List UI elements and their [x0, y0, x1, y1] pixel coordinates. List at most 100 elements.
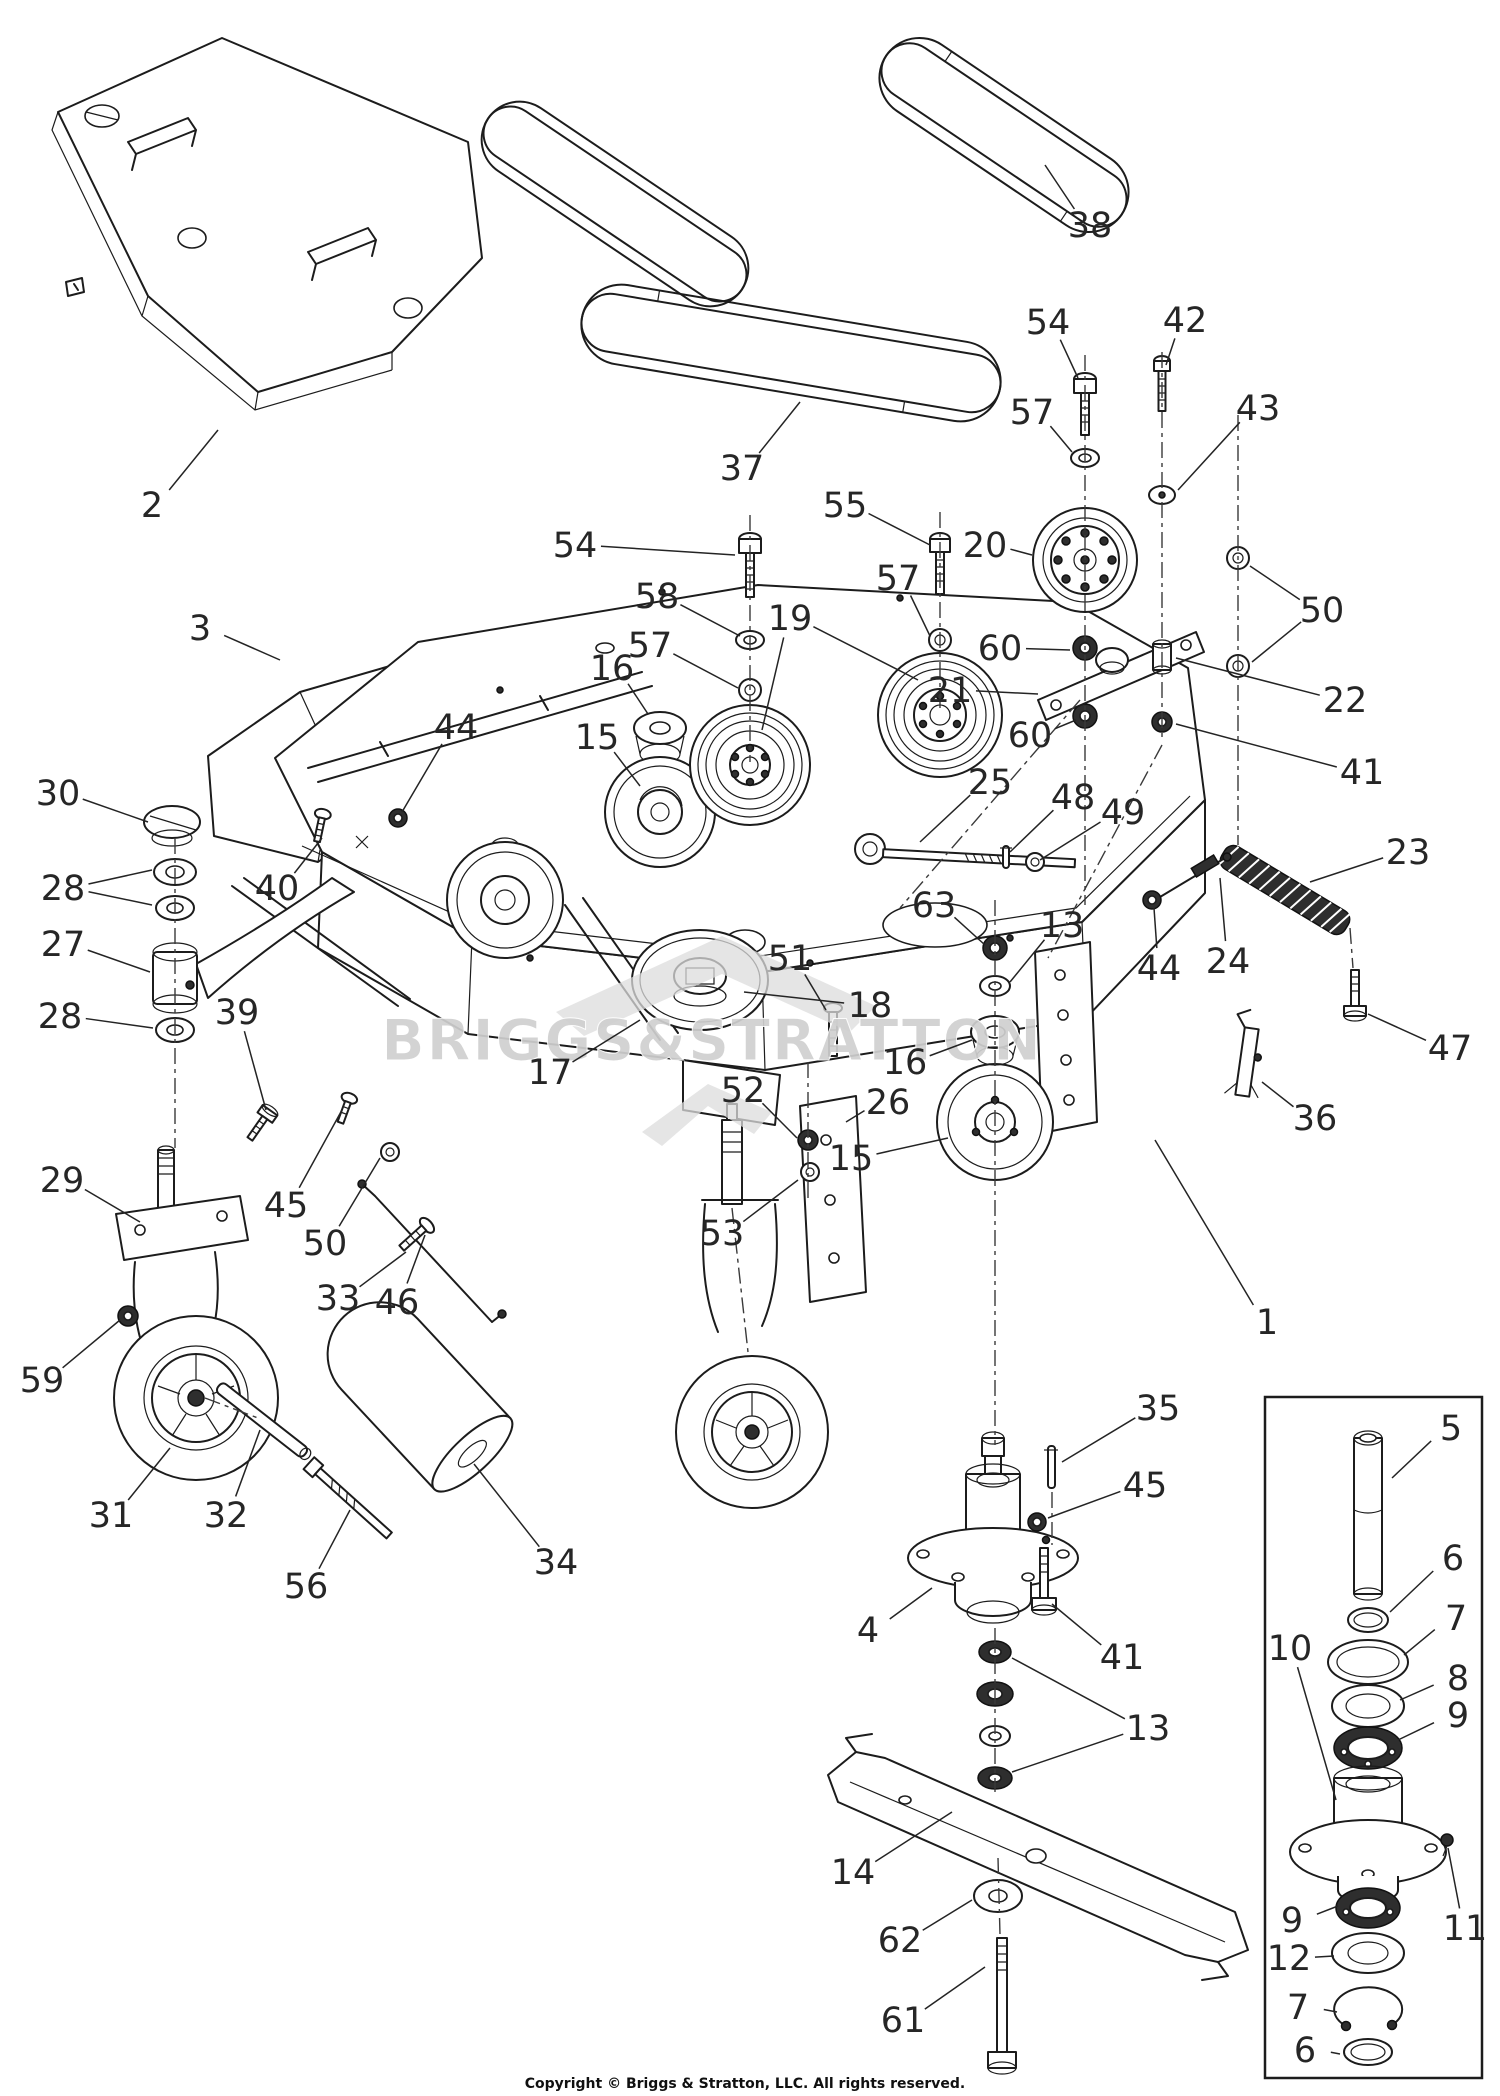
- part-number-label-54-20: 54: [553, 526, 598, 566]
- bolt-45l: [336, 1091, 359, 1125]
- part-number-label-17-40: 17: [528, 1053, 573, 1093]
- part-number-label-7-76: 7: [1287, 1988, 1309, 2028]
- part-number-label-35-58: 35: [1136, 1389, 1181, 1429]
- part-number-label-36-19: 36: [1293, 1099, 1338, 1139]
- leader-line-28: [88, 891, 153, 906]
- hanger-arm-left: [143, 805, 355, 1043]
- part-number-label-16-33: 16: [883, 1043, 928, 1083]
- deck-cover-part: [51, 37, 483, 411]
- leader-line-62: [922, 1899, 973, 1931]
- leader-line-21: [975, 690, 1039, 695]
- part-number-label-2-0: 2: [141, 486, 163, 526]
- part-number-label-6-68: 6: [1442, 1539, 1464, 1579]
- leader-line-54: [600, 545, 736, 556]
- leader-line-51: [804, 974, 827, 1011]
- leader-line-40: [293, 837, 323, 874]
- part-number-label-34-57: 34: [534, 1543, 579, 1583]
- part-number-label-24-16: 24: [1206, 942, 1251, 982]
- part-number-label-57-6: 57: [1010, 393, 1055, 433]
- part-number-label-16-26: 16: [590, 649, 635, 689]
- leader-line-60: [1054, 719, 1077, 730]
- belt-38: [878, 36, 1130, 234]
- spindle-assembly-4: [907, 1431, 1079, 1624]
- leader-line-9: [1316, 1905, 1339, 1915]
- part-number-label-1-66: 1: [1256, 1303, 1278, 1343]
- blade-bolt-61: [987, 1937, 1017, 2075]
- pin-35: [1044, 1445, 1058, 1489]
- part-number-label-43-7: 43: [1236, 389, 1281, 429]
- leader-line-3: [223, 634, 281, 661]
- part-number-label-57-22: 57: [628, 626, 673, 666]
- leader-line-34: [473, 1463, 540, 1548]
- leader-line-32: [234, 1429, 261, 1497]
- part-number-label-41-60: 41: [1100, 1638, 1145, 1678]
- leader-line-16: [929, 1039, 973, 1057]
- bolt-47: [1343, 969, 1367, 1022]
- part-number-label-38-1: 38: [1068, 206, 1113, 246]
- leader-line-58: [680, 604, 741, 637]
- part-number-label-42-5: 42: [1163, 301, 1208, 341]
- leader-line-13: [1009, 939, 1046, 983]
- part-number-label-44-41: 44: [434, 708, 479, 748]
- part-number-label-28-46: 28: [38, 997, 83, 1037]
- part-number-label-14-63: 14: [831, 1853, 876, 1893]
- part-number-label-9-71: 9: [1447, 1696, 1469, 1736]
- leader-line-23: [1309, 857, 1384, 883]
- part-number-label-60-13: 60: [1008, 716, 1053, 756]
- belt-37: [480, 100, 1002, 423]
- blade-part-14: [827, 1733, 1249, 1981]
- bolt-39: [246, 1103, 279, 1142]
- part-number-label-25-28: 25: [968, 763, 1013, 803]
- part-number-label-54-4: 54: [1026, 303, 1071, 343]
- part-number-label-39-47: 39: [215, 993, 260, 1033]
- leader-line-57: [1049, 425, 1073, 453]
- part-number-label-31-54: 31: [89, 1496, 134, 1536]
- leader-line-15: [613, 751, 641, 787]
- leader-line-6: [1330, 2051, 1341, 2055]
- part-number-label-11-73: 11: [1443, 1909, 1488, 1949]
- o-ring-6b: [1343, 2038, 1393, 2066]
- part-number-label-49-30: 49: [1101, 793, 1146, 833]
- spindle-pulley-left: [446, 837, 564, 959]
- part-number-label-47-18: 47: [1428, 1029, 1473, 1069]
- leader-line-60: [1025, 647, 1071, 651]
- leader-line-31: [127, 1447, 171, 1501]
- bearing-9a: [1333, 1726, 1403, 1770]
- part-number-label-56-56: 56: [284, 1567, 329, 1607]
- leader-line-16: [627, 683, 649, 715]
- part-number-label-60-11: 60: [978, 629, 1023, 669]
- leader-line-37: [758, 401, 801, 454]
- leader-line-49: [1039, 821, 1101, 861]
- leader-line-11: [1447, 1847, 1461, 1909]
- leader-line-43: [1177, 421, 1241, 491]
- leader-line-28: [88, 869, 153, 885]
- part-number-label-33-52: 33: [316, 1279, 361, 1319]
- part-number-label-8-70: 8: [1447, 1659, 1469, 1699]
- leader-line-5: [1391, 1440, 1432, 1479]
- part-number-label-46-53: 46: [375, 1283, 420, 1323]
- part-number-label-58-21: 58: [635, 577, 680, 617]
- leader-line-56: [318, 1509, 351, 1570]
- leader-line-14: [874, 1811, 953, 1863]
- part-number-label-3-3: 3: [189, 609, 211, 649]
- part-number-label-50-10: 50: [1300, 591, 1345, 631]
- leader-line-50: [1251, 621, 1302, 663]
- latch-lever-36: [1224, 1008, 1262, 1099]
- leader-line-45: [1047, 1490, 1121, 1519]
- spring-23: [1217, 844, 1351, 936]
- part-number-label-53-39: 53: [700, 1214, 745, 1254]
- leader-line-41: [1051, 1603, 1102, 1646]
- part-number-label-26-36: 26: [866, 1083, 911, 1123]
- washer-62: [973, 1879, 1023, 1913]
- rod-33: [357, 1179, 507, 1323]
- nut-45r: [1027, 1512, 1047, 1532]
- inset-box: [1263, 1395, 1484, 2080]
- nut-50l: [380, 1142, 400, 1162]
- idler-pulley-19a: [689, 704, 811, 826]
- part-number-label-57-25: 57: [876, 559, 921, 599]
- leader-line-9: [1397, 1722, 1435, 1741]
- leader-line-19: [761, 637, 785, 731]
- leader-line-39: [243, 1030, 267, 1111]
- bolt-40: [313, 807, 332, 844]
